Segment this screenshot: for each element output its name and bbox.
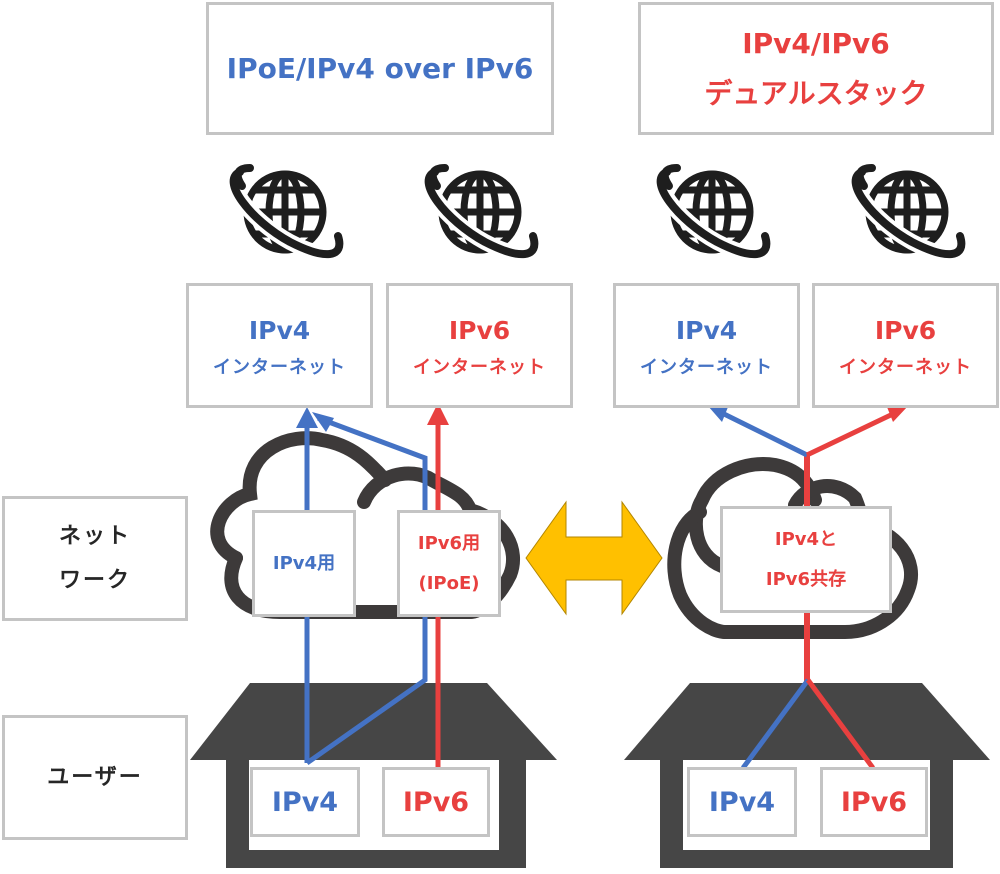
right-ipv4-internet-box: IPv4 インターネット	[613, 283, 800, 408]
arrowhead-ipv6	[427, 403, 449, 425]
device-label: IPv6	[402, 786, 470, 818]
right-house-icon	[624, 683, 990, 868]
right-title-line1: IPv4/IPv6	[742, 26, 890, 60]
row-label-user-text: ユーザー	[47, 764, 143, 790]
right-ipv4-branch	[720, 410, 809, 458]
internet-label: IPv4	[248, 315, 311, 345]
globe-icon	[856, 168, 962, 254]
row-label-network-line2: ワーク	[58, 567, 131, 593]
globe-icon	[234, 168, 340, 254]
internet-label: IPv6	[448, 315, 511, 345]
cloud-box-label: IPv4用	[272, 552, 336, 574]
right-house-ipv4-box: IPv4	[687, 767, 797, 837]
left-title: IPoE/IPv4 over IPv6	[226, 51, 534, 85]
internet-sub: インターネット	[413, 356, 546, 378]
device-label: IPv6	[840, 786, 908, 818]
cloud-box-label-line2: IPv6共存	[765, 568, 847, 590]
arrowhead-ipv4	[312, 412, 334, 432]
left-cloud-ipv4-box: IPv4用	[252, 510, 356, 617]
row-label-network: ネット ワーク	[2, 496, 188, 621]
left-house-icon	[190, 683, 557, 868]
internet-label: IPv4	[675, 315, 738, 345]
row-label-user: ユーザー	[2, 715, 188, 840]
left-title-box: IPoE/IPv4 over IPv6	[206, 2, 554, 135]
right-house-ipv4-branch	[740, 678, 811, 770]
device-label: IPv4	[271, 786, 339, 818]
arrowhead-ipv4	[296, 407, 318, 428]
left-ipv4-internet-box: IPv4 インターネット	[186, 283, 373, 408]
left-ipv6-internet-box: IPv6 インターネット	[386, 283, 573, 408]
right-house-ipv6-branch	[805, 678, 876, 770]
internet-sub: インターネット	[213, 356, 346, 378]
right-cloud-box: IPv4と IPv6共存	[720, 506, 892, 613]
globe-icon	[661, 168, 767, 254]
cloud-box-label-line2: (IPoE)	[418, 572, 480, 594]
row-label-network-line1: ネット	[58, 523, 131, 549]
right-title-box: IPv4/IPv6 デュアルスタック	[638, 2, 994, 135]
right-ipv6-internet-box: IPv6 インターネット	[812, 283, 999, 408]
cloud-box-label-line1: IPv6用	[417, 532, 481, 554]
double-arrow-icon	[525, 500, 663, 616]
internet-label: IPv6	[874, 315, 937, 345]
left-house-ipv4-box: IPv4	[250, 767, 360, 837]
left-house-ipv6-box: IPv6	[382, 767, 490, 837]
right-house-ipv6-box: IPv6	[820, 767, 928, 837]
internet-sub: インターネット	[640, 356, 773, 378]
device-label: IPv4	[708, 786, 776, 818]
internet-sub: インターネット	[839, 356, 972, 378]
cloud-box-label-line1: IPv4と	[774, 528, 838, 550]
globe-icon	[429, 168, 535, 254]
left-cloud-ipv6-box: IPv6用 (IPoE)	[397, 510, 501, 617]
right-title-line2: デュアルスタック	[704, 76, 928, 110]
right-ipv6-branch	[805, 410, 897, 458]
